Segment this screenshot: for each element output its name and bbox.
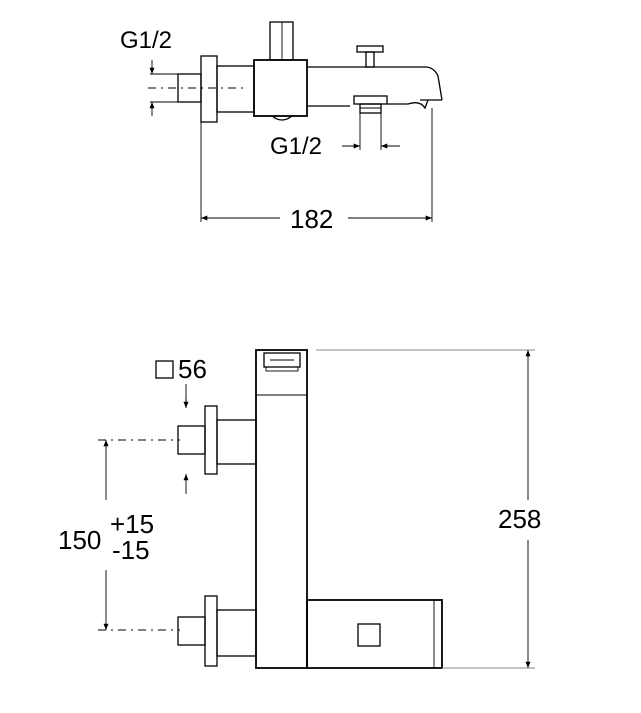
center-distance-dimension: 150	[58, 525, 101, 555]
upper-connector	[216, 419, 257, 465]
spout-outlet-square	[357, 623, 381, 647]
inlet-thread-label: G1/2	[120, 27, 172, 54]
outlet-thread-label: G1/2	[270, 133, 322, 160]
tolerance-lower: -15	[112, 535, 150, 565]
total-height-dimension: 258	[498, 504, 541, 534]
lower-inlet-stub	[177, 616, 206, 646]
lower-connector	[216, 609, 257, 657]
spout	[307, 66, 443, 101]
lever-handle	[269, 21, 294, 61]
mixer-body-top	[253, 59, 308, 117]
diverter-knob	[356, 45, 384, 53]
connector-pipe	[216, 65, 255, 113]
upper-inlet-stub	[177, 425, 206, 455]
length-dimension: 182	[290, 204, 333, 234]
shower-outlet	[353, 95, 388, 105]
wall-flange	[200, 55, 218, 123]
spout-front	[306, 599, 443, 669]
lower-wall-flange	[204, 595, 218, 667]
mixer-body-front	[255, 349, 308, 669]
front-view: 56 150 +15 -15 258	[58, 349, 541, 669]
body-square-label: 56	[178, 354, 207, 384]
square-symbol-icon	[155, 360, 174, 379]
tolerance-upper: +15	[110, 509, 154, 539]
top-view: G1/2 G1/2 182	[120, 21, 443, 234]
upper-wall-flange	[204, 405, 218, 475]
